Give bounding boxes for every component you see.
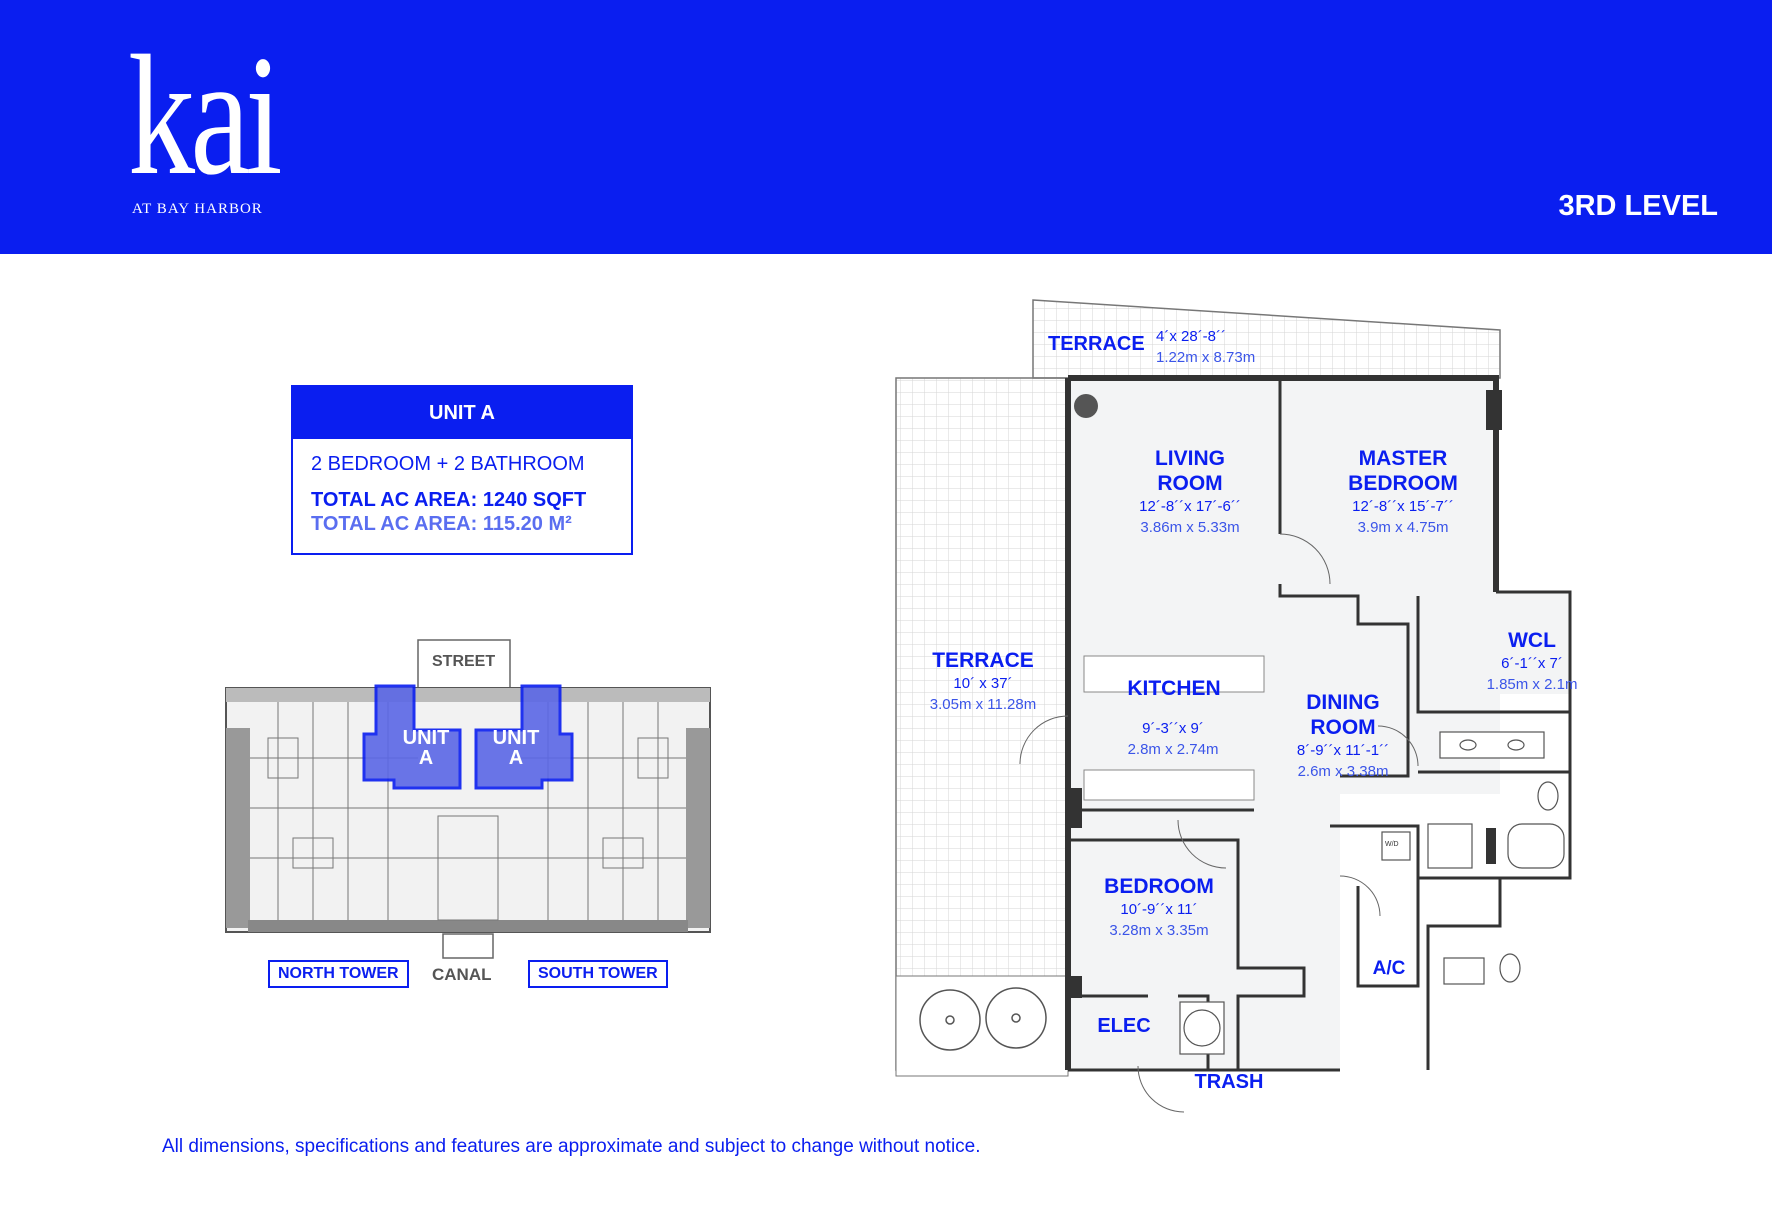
- master-bedroom-metric: 3.9m x 4.75m: [1357, 519, 1449, 536]
- bedroom-label: BEDROOM 10´-9´´x 11´ 3.28m x 3.35m: [1084, 874, 1234, 941]
- south-tower-tag: SOUTH TOWER: [528, 960, 668, 988]
- kitchen-name: KITCHEN: [1127, 677, 1221, 700]
- key-plan-drawing: [225, 639, 711, 959]
- bedroom-name: BEDROOM: [1104, 875, 1214, 898]
- dining-room-metric: 2.6m x 3.38m: [1297, 763, 1389, 780]
- unit-a-right-marker: UNIT A: [486, 728, 546, 768]
- trash-name: TRASH: [1194, 1071, 1264, 1093]
- terrace-top-metric: 1.22m x 8.73m: [1156, 349, 1256, 366]
- kitchen-imperial: 9´-3´´x 9´: [1142, 720, 1204, 737]
- kitchen-label: KITCHEN: [1084, 676, 1264, 701]
- wcl-imperial: 6´-1´´x 7´: [1501, 655, 1563, 672]
- master-bedroom-label: MASTER BEDROOM 12´-8´´x 15´-7´´ 3.9m x 4…: [1328, 446, 1478, 538]
- terrace-side-name: TERRACE: [932, 649, 1034, 672]
- master-bedroom-name-1: MASTER: [1358, 447, 1448, 470]
- key-plan: STREET CANAL NORTH TOWER SOUTH TOWER UNI…: [218, 638, 718, 1003]
- unit-a-right-line2: A: [508, 747, 524, 769]
- terrace-top-name: TERRACE: [1048, 333, 1145, 355]
- wcl-metric: 1.85m x 2.1m: [1486, 676, 1578, 693]
- kitchen-dims: 9´-3´´x 9´ 2.8m x 2.74m: [1098, 718, 1248, 760]
- bedroom-imperial: 10´-9´´x 11´: [1120, 901, 1198, 918]
- unit-info-box: UNIT A 2 BEDROOM + 2 BATHROOM TOTAL AC A…: [291, 385, 633, 555]
- ac-name: A/C: [1372, 958, 1406, 979]
- terrace-side-metric: 3.05m x 11.28m: [929, 696, 1037, 713]
- floor-plan: TERRACE 4´x 28´-8´´ 1.22m x 8.73m LIVING…: [888, 296, 1628, 1116]
- unit-rooms: 2 BEDROOM + 2 BATHROOM: [311, 453, 585, 475]
- terrace-side-label: TERRACE 10´ x 37´ 3.05m x 11.28m: [908, 648, 1058, 715]
- brand-logo-subtitle: AT BAY HARBOR: [132, 201, 263, 217]
- living-room-name-1: LIVING: [1154, 447, 1225, 470]
- elec-name: ELEC: [1097, 1015, 1151, 1037]
- wcl-name: WCL: [1508, 629, 1556, 652]
- terrace-top-label: TERRACE: [1048, 332, 1145, 357]
- unit-a-left-marker: UNIT A: [396, 728, 456, 768]
- header-bar: kai AT BAY HARBOR 3RD LEVEL: [0, 0, 1772, 254]
- unit-area-m2: TOTAL AC AREA: 115.20 M²: [311, 513, 572, 535]
- unit-a-left-line2: A: [418, 747, 434, 769]
- floor-plan-drawing: [895, 299, 1572, 1113]
- living-room-metric: 3.86m x 5.33m: [1140, 519, 1240, 536]
- street-label: STREET: [432, 653, 496, 670]
- unit-area-sqft: TOTAL AC AREA: 1240 SQFT: [311, 489, 587, 511]
- bedroom-metric: 3.28m x 3.35m: [1109, 922, 1209, 939]
- dining-room-name-1: DINING: [1306, 691, 1380, 714]
- master-bedroom-name-2: BEDROOM: [1348, 472, 1458, 495]
- disclaimer-text: All dimensions, specifications and featu…: [162, 1136, 981, 1157]
- unit-title: UNIT A: [293, 387, 631, 439]
- master-bedroom-imperial: 12´-8´´x 15´-7´´: [1352, 498, 1454, 515]
- wcl-label: WCL 6´-1´´x 7´ 1.85m x 2.1m: [1480, 628, 1584, 695]
- terrace-top-imperial: 4´x 28´-8´´: [1156, 328, 1227, 345]
- terrace-side-imperial: 10´ x 37´: [953, 675, 1013, 692]
- kitchen-metric: 2.8m x 2.74m: [1127, 741, 1219, 758]
- living-room-imperial: 12´-8´´x 17´-6´´: [1139, 498, 1241, 515]
- ac-label: A/C: [1364, 956, 1414, 981]
- elec-label: ELEC: [1084, 1014, 1164, 1039]
- dining-room-imperial: 8´-9´´x 11´-1´´: [1296, 742, 1390, 759]
- dining-room-name-2: ROOM: [1310, 716, 1376, 739]
- living-room-label: LIVING ROOM 12´-8´´x 17´-6´´ 3.86m x 5.3…: [1120, 446, 1260, 538]
- terrace-top-dims: 4´x 28´-8´´ 1.22m x 8.73m: [1156, 326, 1255, 368]
- level-title: 3RD LEVEL: [1558, 190, 1718, 222]
- brand-logo: kai: [128, 21, 283, 211]
- trash-label: TRASH: [1184, 1070, 1274, 1095]
- wd-label: W/D: [1385, 841, 1399, 848]
- dining-room-label: DINING ROOM 8´-9´´x 11´-1´´ 2.6m x 3.38m: [1268, 690, 1418, 782]
- canal-label: CANAL: [432, 965, 492, 984]
- north-tower-tag: NORTH TOWER: [268, 960, 409, 988]
- living-room-name-2: ROOM: [1157, 472, 1223, 495]
- unit-a-left-line1: UNIT: [402, 727, 450, 749]
- unit-a-right-line1: UNIT: [492, 727, 540, 749]
